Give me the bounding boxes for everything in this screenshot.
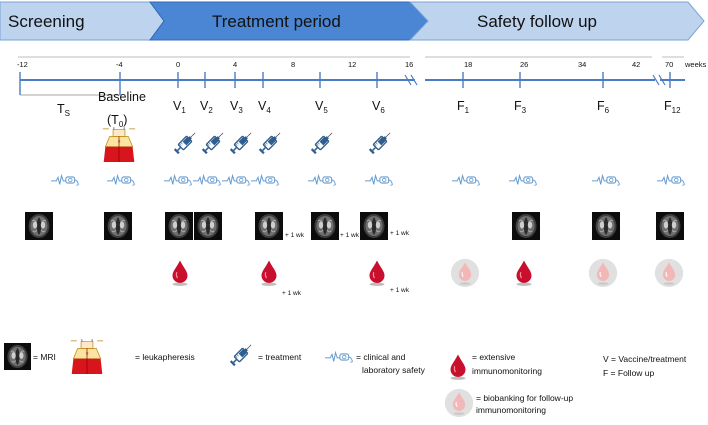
blood-drop-icon: [171, 259, 189, 287]
biobank-drop-icon: [450, 258, 480, 288]
phase-banner: Screening Treatment period Safety follow…: [0, 1, 705, 41]
phase-follow-up-label: Safety follow up: [477, 12, 597, 31]
clinical-safety-icon: [324, 352, 353, 363]
syringe-icon: [228, 129, 255, 156]
tick-label: 42: [632, 60, 640, 69]
tick-label: 4: [233, 60, 237, 69]
clinical-safety-icon: [364, 175, 393, 186]
immunomonitoring-row: + 1 wk + 1 wk: [171, 258, 684, 297]
tick-label: -12: [17, 60, 28, 69]
tick-label: 0: [176, 60, 180, 69]
visit-f3: F3: [514, 99, 527, 115]
mri-icon: [165, 212, 193, 240]
mri-icon: [4, 343, 31, 370]
visit-v4: V4: [258, 99, 271, 115]
clinical-safety-icon: [250, 175, 279, 186]
treatment-row: [172, 129, 394, 156]
phase-follow-up: [408, 1, 705, 41]
visit-f6: F6: [597, 99, 610, 115]
timeline: [18, 56, 685, 96]
clinical-safety-icon: [451, 175, 480, 186]
plus-one-week-note: + 1 wk: [390, 287, 410, 294]
clinical-safety-icon: [656, 175, 685, 186]
syringe-icon: [309, 129, 336, 156]
mri-icon: [360, 212, 388, 240]
clinical-safety-icon: [163, 175, 192, 186]
clinical-safety-icon: [508, 175, 537, 186]
tick-label: 70: [665, 60, 673, 69]
plus-one-week-note: + 1 wk: [282, 290, 302, 297]
tick-label: 34: [578, 60, 586, 69]
visit-ts: TS: [57, 102, 70, 118]
visit-f1: F1: [457, 99, 470, 115]
plus-one-week-note: + 1 wk: [340, 232, 360, 239]
mri-icon: [104, 212, 132, 240]
clinical-safety-icon: [50, 175, 79, 186]
biobank-drop-icon: [654, 258, 684, 288]
leukapheresis-icon: [102, 126, 136, 163]
legend-treatment: = treatment: [258, 352, 302, 362]
legend-clinical-2: laboratory safety: [362, 365, 426, 375]
syringe-icon: [367, 129, 394, 156]
weeks-unit-label: weeks: [684, 60, 707, 69]
plus-one-week-note: + 1 wk: [285, 232, 305, 239]
legend-leukapheresis: = leukapheresis: [135, 352, 195, 362]
syringe-icon: [172, 129, 199, 156]
visit-v6: V6: [372, 99, 385, 115]
legend-extensive-1: = extensive: [472, 352, 516, 362]
phase-treatment-label: Treatment period: [212, 12, 341, 31]
clinical-safety-icon: [591, 175, 620, 186]
tick-label: 26: [520, 60, 528, 69]
phase-screening-label: Screening: [8, 12, 85, 31]
blood-drop-icon: [515, 259, 533, 287]
clinical-safety-row: [50, 175, 685, 186]
visit-v1: V1: [173, 99, 186, 115]
clinical-safety-icon: [307, 175, 336, 186]
plus-one-week-note: + 1 wk: [390, 230, 410, 237]
visit-v2: V2: [200, 99, 213, 115]
blood-drop-icon: [260, 259, 278, 287]
clinical-safety-icon: [221, 175, 250, 186]
mri-icon: [592, 212, 620, 240]
week-ticks: -12 -4 0 4 8 12 16 18 26 34 42 70 weeks: [17, 60, 707, 69]
visit-labels: TS Baseline (T0) V1 V2 V3 V4 V5 V6 F1 F3…: [57, 90, 681, 129]
tick-label: 8: [291, 60, 295, 69]
tick-label: 12: [348, 60, 356, 69]
tick-label: 18: [464, 60, 472, 69]
visit-v5: V5: [315, 99, 328, 115]
legend-mri: = MRI: [33, 352, 56, 362]
blood-drop-icon: [368, 259, 386, 287]
syringe-icon: [228, 341, 255, 368]
legend-biobank-2: immunomonitoring: [476, 405, 546, 415]
legend-extensive-2: immunomonitoring: [472, 366, 542, 376]
baseline-t0: (T0): [107, 113, 127, 129]
legend: = MRI = leukapheresis = treatment = clin…: [4, 338, 687, 418]
mri-row: + 1 wk + 1 wk + 1 wk: [25, 212, 684, 240]
visit-f12: F12: [664, 99, 681, 115]
mri-icon: [512, 212, 540, 240]
biobank-drop-icon: [588, 258, 618, 288]
syringe-icon: [257, 129, 284, 156]
legend-follow-def: F = Follow up: [603, 368, 655, 378]
legend-biobank-1: = biobanking for follow-up: [476, 393, 573, 403]
visit-v3: V3: [230, 99, 243, 115]
tick-label: -4: [116, 60, 123, 69]
clinical-safety-icon: [106, 175, 135, 186]
baseline-label: Baseline: [98, 90, 146, 104]
blood-drop-icon: [449, 353, 467, 381]
biobank-drop-icon: [444, 388, 474, 418]
mri-icon: [255, 212, 283, 240]
syringe-icon: [200, 129, 227, 156]
mri-icon: [194, 212, 222, 240]
legend-vaccine-def: V = Vaccine/treatment: [603, 354, 687, 364]
mri-icon: [656, 212, 684, 240]
leukapheresis-icon: [70, 338, 104, 375]
mri-icon: [25, 212, 53, 240]
tick-label: 16: [405, 60, 413, 69]
mri-icon: [311, 212, 339, 240]
legend-clinical-1: = clinical and: [356, 352, 406, 362]
clinical-safety-icon: [192, 175, 221, 186]
